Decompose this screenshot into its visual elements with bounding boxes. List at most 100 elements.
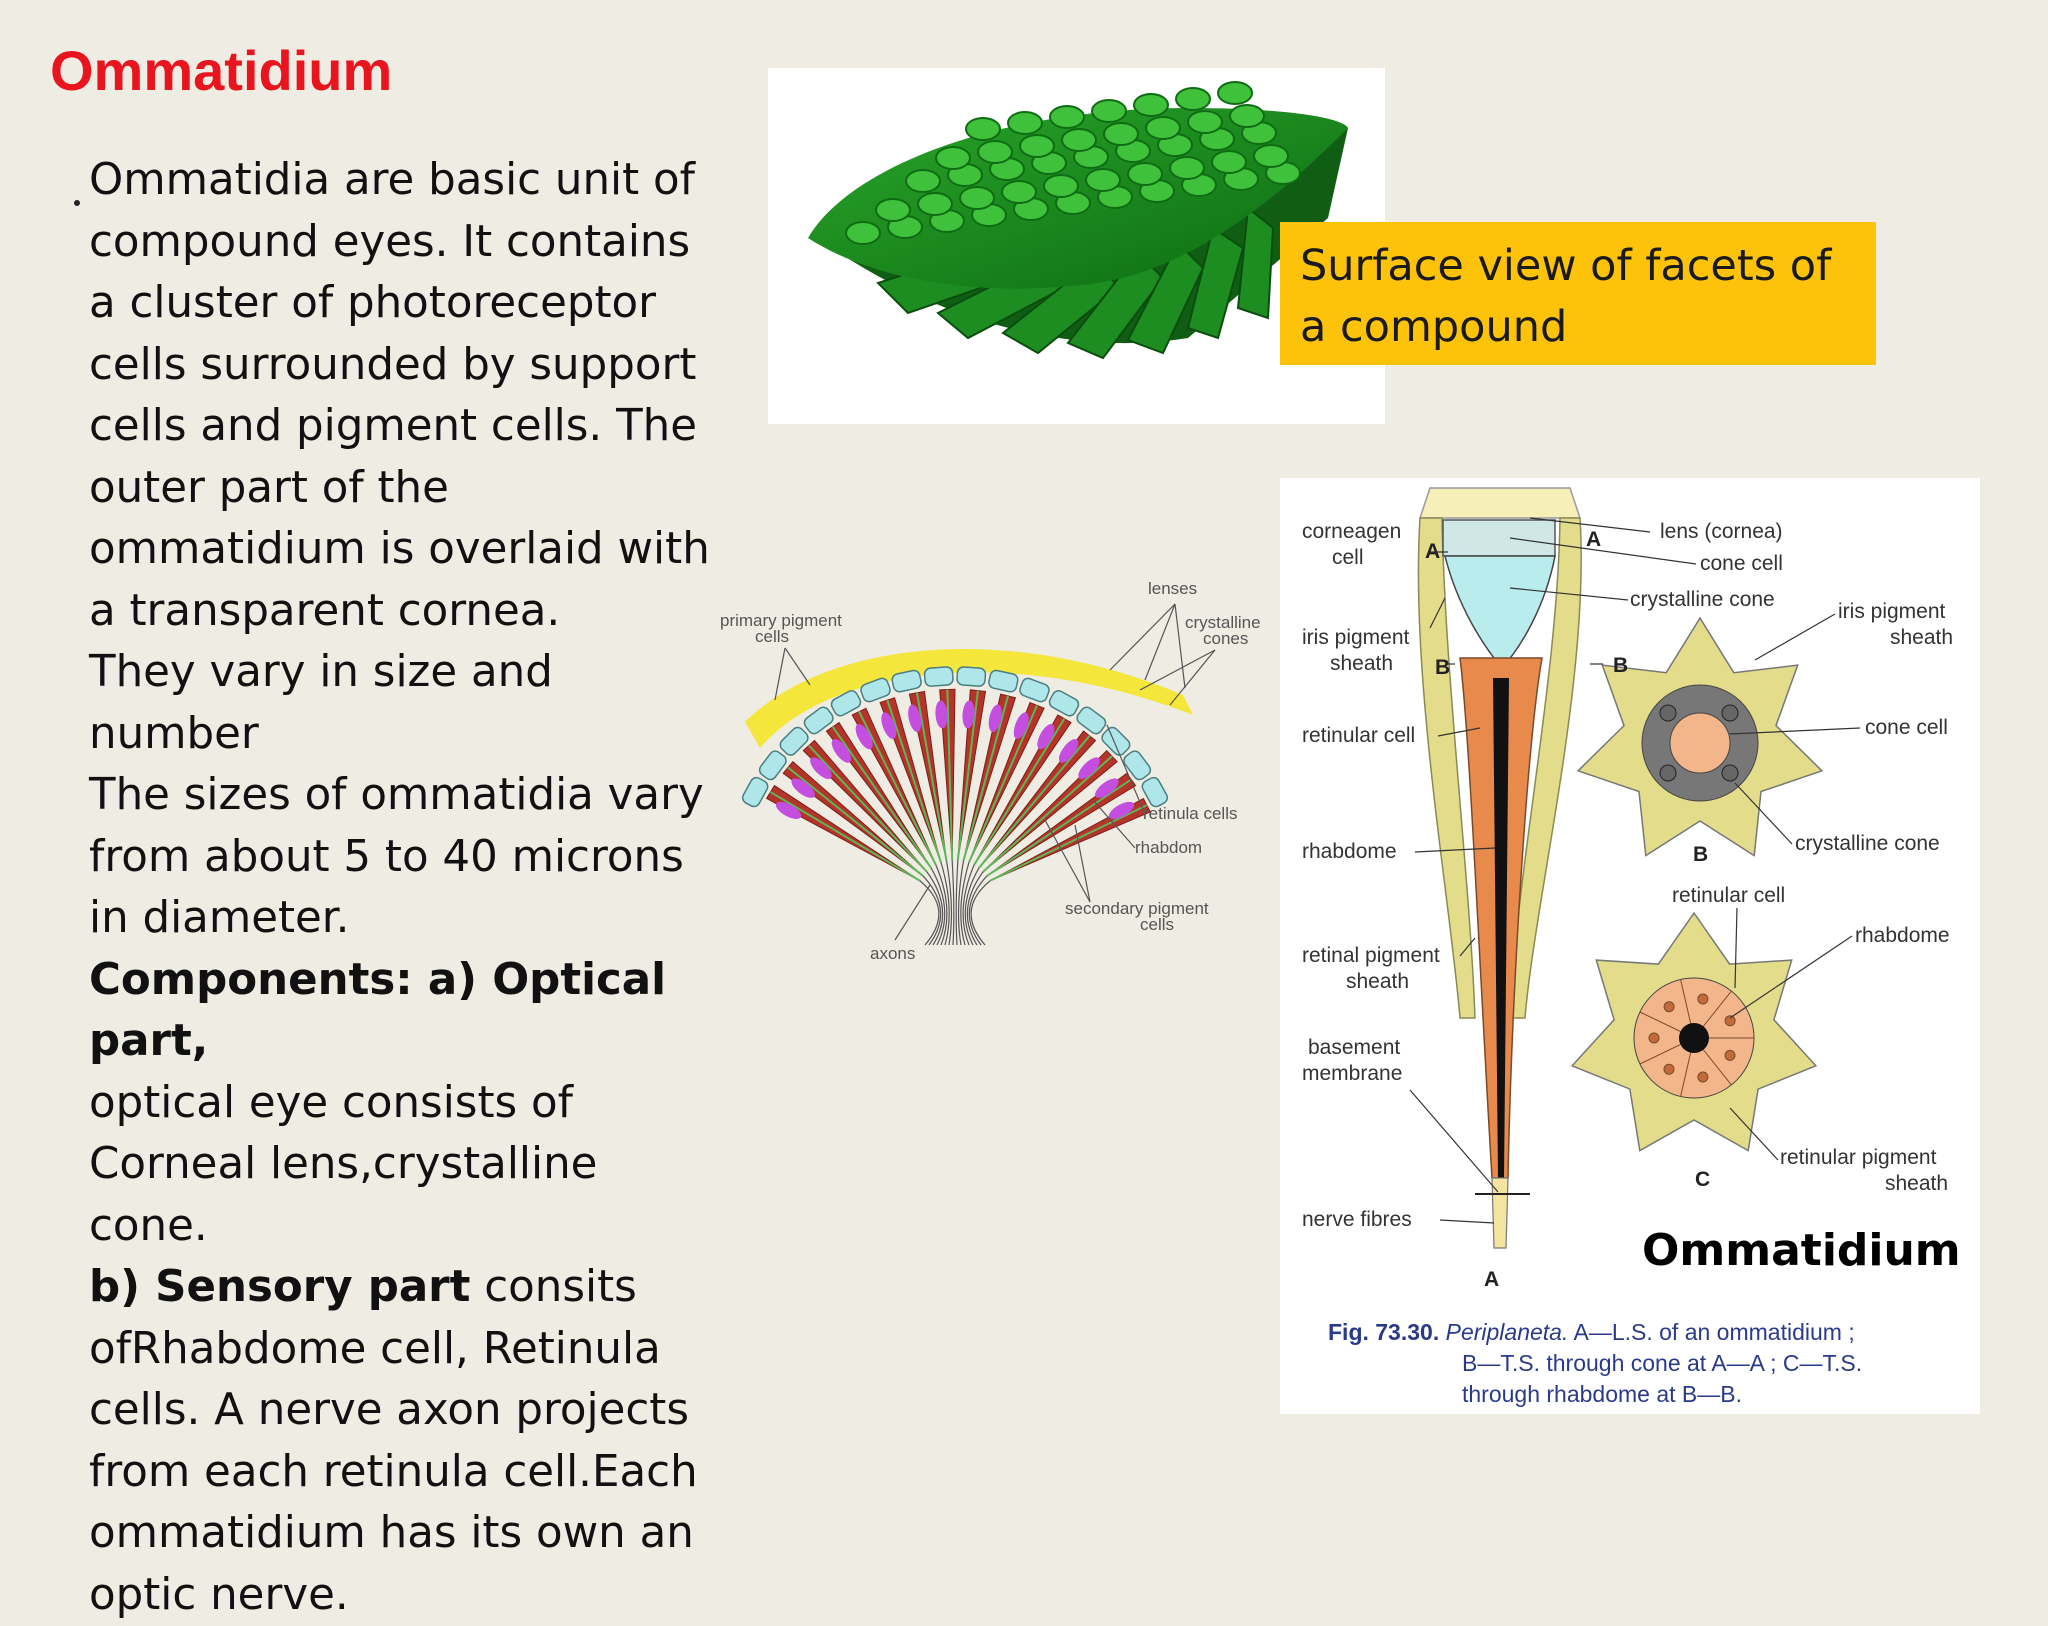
compound-eye-facets-image <box>768 68 1385 424</box>
sensory-heading: b) Sensory part <box>89 1262 471 1312</box>
label-iris-sheath: sheath <box>1330 652 1393 675</box>
label-retinular-cell: retinular cell <box>1302 724 1415 747</box>
facet-lens-icon <box>1253 144 1289 168</box>
facet-lens-icon <box>959 186 995 210</box>
label-crystalline-cone: crystalline cone <box>1630 588 1775 611</box>
axon-line <box>922 875 942 946</box>
lens-facet <box>1123 750 1152 781</box>
lens-facet <box>891 669 922 693</box>
retinular-nucleus <box>1724 1015 1736 1027</box>
facet-lens-icon <box>1001 180 1037 204</box>
compound-eye-facets-drawing <box>808 81 1348 360</box>
retinular-nucleus <box>1697 1071 1709 1083</box>
label-retinal-pigment: retinal pigment <box>1302 944 1440 967</box>
pigment-cell <box>1058 739 1079 763</box>
facet-lens-icon <box>1187 110 1223 134</box>
label-iris-pigment: iris pigment <box>1302 626 1410 649</box>
figure-caption-label: Fig. 73.30. <box>1328 1319 1440 1345</box>
bullet-point <box>74 200 80 206</box>
rhabdom-line <box>978 735 1091 869</box>
retinula-rod <box>962 693 1017 862</box>
facet-lens-icon <box>965 117 1001 141</box>
axon-line <box>919 880 940 946</box>
axon-line <box>957 860 965 946</box>
pigment-cell <box>988 704 1002 732</box>
label-retinal-sheath: sheath <box>1346 970 1409 993</box>
lens-facet <box>988 669 1019 693</box>
lens-facet <box>860 677 891 703</box>
pigment-cell <box>881 712 897 739</box>
axon-line <box>940 862 950 946</box>
lens-facet <box>741 776 769 808</box>
paragraph-size: The sizes of ommatidia vary from about 5… <box>89 770 704 943</box>
paragraph-sensory: b) Sensory part consits ofRhabdome cell,… <box>89 1257 729 1626</box>
components-heading: Components: a) Optical part, <box>89 954 667 1067</box>
label-iris-sheath-right: sheath <box>1890 626 1953 649</box>
slide-body-text: Ommatidia are basic unit of compound eye… <box>89 150 729 1626</box>
paragraph-intro: Ommatidia are basic unit of compound eye… <box>89 155 710 636</box>
sensory-text: consits ofRhabdome cell, Retinula cells.… <box>89 1262 698 1620</box>
facet-lens-icon <box>1211 150 1247 174</box>
facet-caption: Surface view of facets of a compound <box>1280 222 1876 365</box>
label-crystalline-cone-right: crystalline cone <box>1795 832 1940 855</box>
retinular-nucleus <box>1648 1032 1660 1044</box>
pigment-cell <box>908 704 922 732</box>
axon-line <box>945 860 953 946</box>
marker-b-right: B <box>1613 654 1628 677</box>
label-membrane: membrane <box>1302 1062 1402 1085</box>
fan-diagram-drawing: lenses primary pigment cells crystalline… <box>720 579 1261 963</box>
facet-lens-icon <box>977 140 1013 164</box>
facet-lens-icon <box>935 146 971 170</box>
label-iris-pigment-right: iris pigment <box>1838 600 1946 623</box>
axon-line <box>960 862 970 946</box>
lens-facet <box>1141 776 1169 808</box>
axon-line <box>935 864 948 946</box>
figure-caption-genus: Periplaneta. <box>1445 1319 1569 1345</box>
figure-caption: Fig. 73.30. Periplaneta. A—L.S. of an om… <box>1328 1317 1968 1410</box>
label-axons: axons <box>870 944 915 963</box>
components-text: optical eye consists of Corneal lens,cry… <box>89 1077 598 1251</box>
lens-facet <box>803 706 834 735</box>
label-primary-pigment: primary pigment <box>720 611 842 630</box>
facet-lens-icon <box>1217 81 1253 105</box>
facet-lens-icon <box>1145 116 1181 140</box>
axon-line <box>962 864 975 946</box>
facet-lens-icon <box>1007 111 1043 135</box>
axon-line <box>930 867 946 946</box>
lens-facet <box>758 750 787 781</box>
axon-line <box>968 875 988 946</box>
retinular-nucleus <box>1697 993 1709 1005</box>
pigment-cell <box>775 801 802 819</box>
marker-b-left: B <box>1435 656 1450 679</box>
paragraph-components: Components: a) Optical part,optical eye … <box>89 950 729 1258</box>
facet-lens-icon <box>875 198 911 222</box>
rhabdom-line <box>986 778 1132 877</box>
pigment-cell <box>935 700 948 729</box>
pigment-cell <box>1078 757 1100 779</box>
facet-lens-icon <box>1091 99 1127 123</box>
facet-lens-icon <box>905 169 941 193</box>
ommatidium-section-panel: corneagen cell lens (cornea) cone cell c… <box>1280 478 1980 1414</box>
ommatidium-section-drawing: corneagen cell lens (cornea) cone cell c… <box>1302 487 1953 1291</box>
rhabdom-line <box>956 690 979 861</box>
lens-facet <box>956 666 987 687</box>
axon-line <box>926 871 944 946</box>
rhabdom-line <box>808 744 928 873</box>
facet-lens-icon <box>1061 128 1097 152</box>
marker-a-bottom: A <box>1484 1268 1499 1291</box>
axon-line <box>951 860 955 946</box>
rhabdom-line <box>968 704 1038 863</box>
slide-title: Ommatidium <box>50 39 393 102</box>
rhabdom-line <box>787 766 924 877</box>
facet-lens-icon <box>1085 168 1121 192</box>
retinular-nucleus <box>1724 1049 1736 1061</box>
rhabdom-line <box>946 689 954 861</box>
label-cone-cell: cone cell <box>1700 552 1783 575</box>
pigment-cell <box>1013 712 1029 739</box>
retinular-nucleus <box>1663 1001 1675 1013</box>
label-corneagen-cell: cell <box>1332 546 1364 569</box>
axon-line <box>955 860 959 946</box>
axon-line <box>970 880 991 946</box>
ommatidia-fan-diagram: lenses primary pigment cells crystalline… <box>715 570 1290 970</box>
pigment-cell <box>1108 801 1135 819</box>
